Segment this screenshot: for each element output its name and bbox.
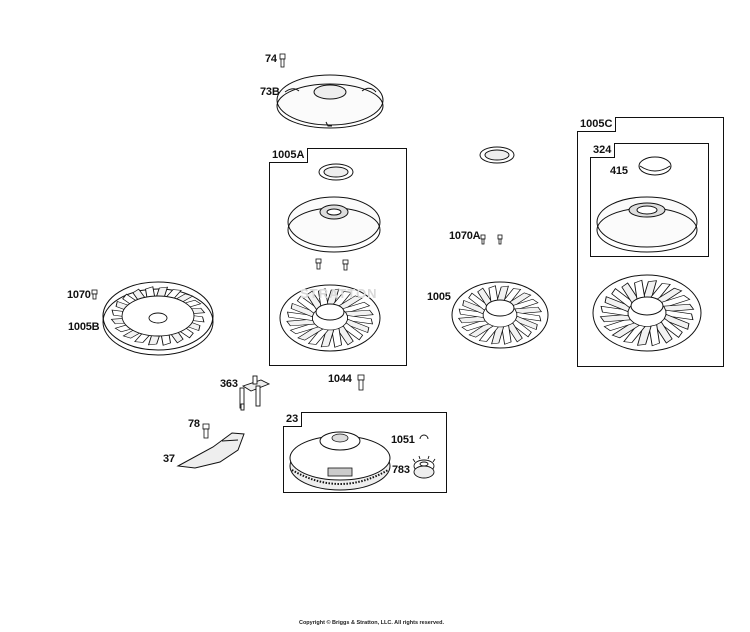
fan-blade xyxy=(462,299,486,315)
bolt-78 xyxy=(202,423,210,439)
fan-blade xyxy=(286,311,313,321)
group-box-1005c xyxy=(577,117,724,367)
rotating-screen-1005a xyxy=(287,196,381,253)
cover-73b xyxy=(276,74,384,129)
group-box-324 xyxy=(590,143,709,257)
group-box-1005a xyxy=(269,148,407,366)
fan-blade xyxy=(516,312,542,322)
label-1070: 1070 xyxy=(67,289,91,301)
bolts-1005a xyxy=(315,258,349,271)
label-1005a: 1005A xyxy=(269,148,309,163)
bracket-363 xyxy=(239,375,271,411)
fan-blade xyxy=(514,306,543,315)
fan-blade xyxy=(307,328,329,345)
fan-blade xyxy=(336,325,354,346)
fan-blade xyxy=(654,321,673,344)
fan-blade xyxy=(665,309,694,321)
plug-415 xyxy=(638,156,672,176)
fan-blade xyxy=(468,322,494,338)
label-324: 324 xyxy=(590,143,616,158)
bolt-74 xyxy=(279,53,286,68)
fan-blade xyxy=(663,303,695,312)
label-1005c: 1005C xyxy=(577,117,617,132)
label-783: 783 xyxy=(392,464,410,476)
key-1051 xyxy=(419,434,429,440)
fan-blade xyxy=(320,329,335,348)
bolt-1044 xyxy=(357,374,365,391)
fan-blade xyxy=(347,315,374,325)
fan-blade xyxy=(341,322,364,341)
flywheel-23 xyxy=(289,431,391,491)
bolt-1070 xyxy=(91,289,98,300)
label-37: 37 xyxy=(163,453,175,465)
label-74: 74 xyxy=(265,53,277,65)
label-1051: 1051 xyxy=(391,434,415,446)
fan-blade xyxy=(331,328,343,348)
fan-blade xyxy=(604,296,631,313)
fan-blade xyxy=(478,325,499,342)
fan-blade xyxy=(344,318,370,334)
fan-blade xyxy=(501,325,512,345)
fan-blade xyxy=(341,301,371,314)
fan-blade xyxy=(600,305,629,317)
bolts-1070a xyxy=(480,234,503,245)
watermark: STRATTON xyxy=(300,286,378,301)
fan-blade xyxy=(611,321,640,339)
fan-1005c xyxy=(592,274,702,352)
fan-blade xyxy=(290,302,316,318)
label-1070a: 1070A xyxy=(449,230,481,242)
fan-blade xyxy=(297,325,324,341)
fan-blade xyxy=(648,324,660,347)
fan-blade xyxy=(461,319,490,332)
fan-blade xyxy=(603,318,635,332)
gear-783 xyxy=(412,455,436,479)
fan-blade xyxy=(663,313,690,330)
fan-blade xyxy=(491,326,505,345)
baffle-37 xyxy=(176,432,245,469)
fan-blade xyxy=(286,318,316,327)
label-1005b: 1005B xyxy=(68,321,100,333)
label-73b: 73B xyxy=(260,86,280,98)
fan-blade xyxy=(514,315,538,331)
label-363: 363 xyxy=(220,378,238,390)
fan-blade xyxy=(344,309,374,318)
label-1005: 1005 xyxy=(427,291,451,303)
cap-1005 xyxy=(479,146,515,164)
fan-blade xyxy=(506,322,523,343)
fan-blade xyxy=(458,308,484,318)
fan-blade xyxy=(289,322,319,335)
label-23: 23 xyxy=(283,412,303,427)
fan-1005 xyxy=(451,281,549,349)
screen-324 xyxy=(596,196,698,253)
screen-cap-1005a xyxy=(318,163,354,181)
fan-1005a xyxy=(279,284,381,352)
label-415: 415 xyxy=(610,165,628,177)
label-78: 78 xyxy=(188,418,200,430)
group-box-23 xyxy=(283,412,447,493)
label-1044: 1044 xyxy=(328,373,352,385)
fan-blade xyxy=(623,324,646,343)
fan-1005b xyxy=(102,281,214,356)
fan-blade xyxy=(510,319,532,338)
fan-blade xyxy=(599,314,631,323)
fan-blade xyxy=(659,317,683,338)
fan-blade xyxy=(457,315,486,324)
fan-blade xyxy=(636,325,652,346)
copyright-notice: Copyright © Briggs & Stratton, LLC. All … xyxy=(298,620,444,626)
